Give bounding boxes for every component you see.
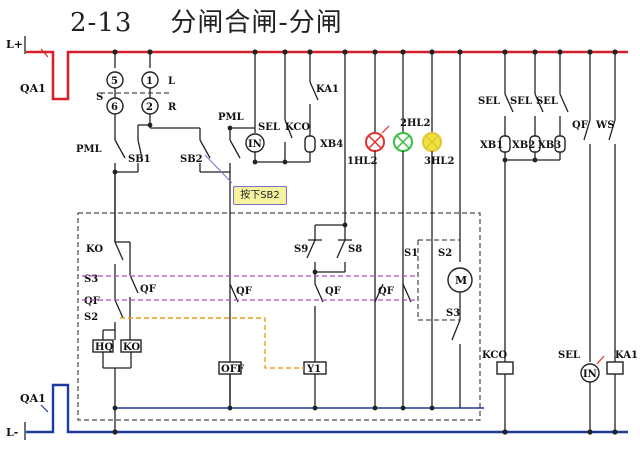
label-in-top: IN: [248, 139, 262, 150]
label-qf2: QF: [140, 284, 156, 295]
label-qf4: QF: [325, 286, 341, 297]
label-ka1-top: KA1: [316, 84, 339, 95]
label-s8: S8: [348, 244, 362, 255]
label-sel2: SEL: [510, 96, 532, 107]
label-sel-bot: SEL: [558, 350, 580, 361]
label-sb1: SB1: [128, 154, 151, 165]
label-sel: SEL: [258, 122, 280, 133]
label-pml-mid: PML: [218, 112, 244, 123]
label-2hl2: 2HL2: [400, 118, 430, 129]
label-xb2: XB2: [512, 140, 535, 151]
label-kco: KCO: [285, 122, 310, 133]
label-n5: 5: [111, 76, 118, 87]
label-s2b: S2: [438, 248, 452, 259]
label-off: OFF: [221, 364, 244, 375]
label-L: L: [168, 76, 175, 87]
sb2-column: SB2 PML: [180, 52, 256, 408]
label-xb3: XB3: [538, 140, 561, 151]
qf-ws-group: QF IN SEL WS KA1: [558, 52, 638, 432]
lamp-1hl2: 1HL2: [347, 52, 390, 408]
label-kco-bot: KCO: [482, 350, 507, 361]
press-sb2-callout: 按下SB2: [233, 186, 287, 205]
link-s2-y1: [120, 317, 304, 369]
diagram-title: 2-13 分闸合闸-分闸: [70, 2, 343, 39]
label-lminus: L-: [6, 426, 18, 439]
label-s9: S9: [294, 244, 308, 255]
label-n6: 6: [111, 102, 118, 113]
top-indicator-group: IN SEL KCO KA1 XB4: [245, 52, 343, 163]
label-s3b: S3: [446, 308, 460, 319]
label-lplus: L+: [6, 38, 23, 51]
label-ko-box: KO: [123, 342, 140, 353]
mechanism-middle: QF OFF Y1 QF: [218, 283, 412, 408]
sb1-column: PML SB1: [76, 114, 200, 242]
label-sel3: SEL: [536, 96, 558, 107]
label-qf-r: QF: [572, 120, 588, 131]
label-sel1: SEL: [478, 96, 500, 107]
lamp-2hl2: 2HL2: [393, 52, 430, 408]
label-3hl2: 3HL2: [424, 156, 454, 167]
label-s2: S2: [84, 312, 98, 323]
title-text: 分闸合闸-分闸: [170, 8, 343, 38]
label-qf3: QF: [236, 286, 252, 297]
negative-bus: [24, 383, 628, 440]
label-in-bot: IN: [583, 369, 597, 380]
label-xb4: XB4: [320, 139, 343, 150]
lamp-3hl2: 3HL2: [422, 52, 454, 408]
title-code: 2-13: [70, 8, 133, 38]
motor-column: M S1 S2 S3: [404, 52, 473, 408]
label-n1: 1: [146, 76, 153, 87]
label-s3: S3: [84, 274, 98, 285]
right-sel-group: SEL SEL SEL XB1 XB2 XB3 KCO: [478, 52, 569, 432]
positive-bus: [24, 36, 628, 101]
label-qf1: QF: [84, 296, 100, 307]
label-qa1-top: QA1: [20, 82, 46, 95]
junction-dots: [112, 49, 618, 435]
label-qa1-bot: QA1: [20, 392, 46, 405]
label-m: M: [455, 274, 467, 287]
label-s1: S1: [404, 248, 418, 259]
label-ko: KO: [86, 244, 103, 255]
label-S: S: [96, 92, 103, 103]
s9-s8-column: S9 S8 QF: [294, 52, 362, 362]
label-n2: 2: [146, 102, 153, 113]
label-qf5: QF: [378, 286, 394, 297]
label-ka1-bot: KA1: [615, 350, 638, 361]
selector-switch: 5 1 6 2 L S R: [96, 52, 177, 115]
label-y1: Y1: [306, 364, 321, 375]
label-pml-left: PML: [76, 144, 102, 155]
label-hq: HQ: [95, 342, 113, 353]
mechanism-box: [77, 212, 481, 421]
mechanism-left: KO S3 QF S2 QF HQ KO: [84, 172, 156, 432]
label-sb2: SB2: [180, 154, 203, 165]
label-ws: WS: [595, 120, 614, 131]
label-R: R: [168, 102, 177, 113]
label-1hl2: 1HL2: [347, 156, 377, 167]
label-xb1: XB1: [480, 140, 503, 151]
